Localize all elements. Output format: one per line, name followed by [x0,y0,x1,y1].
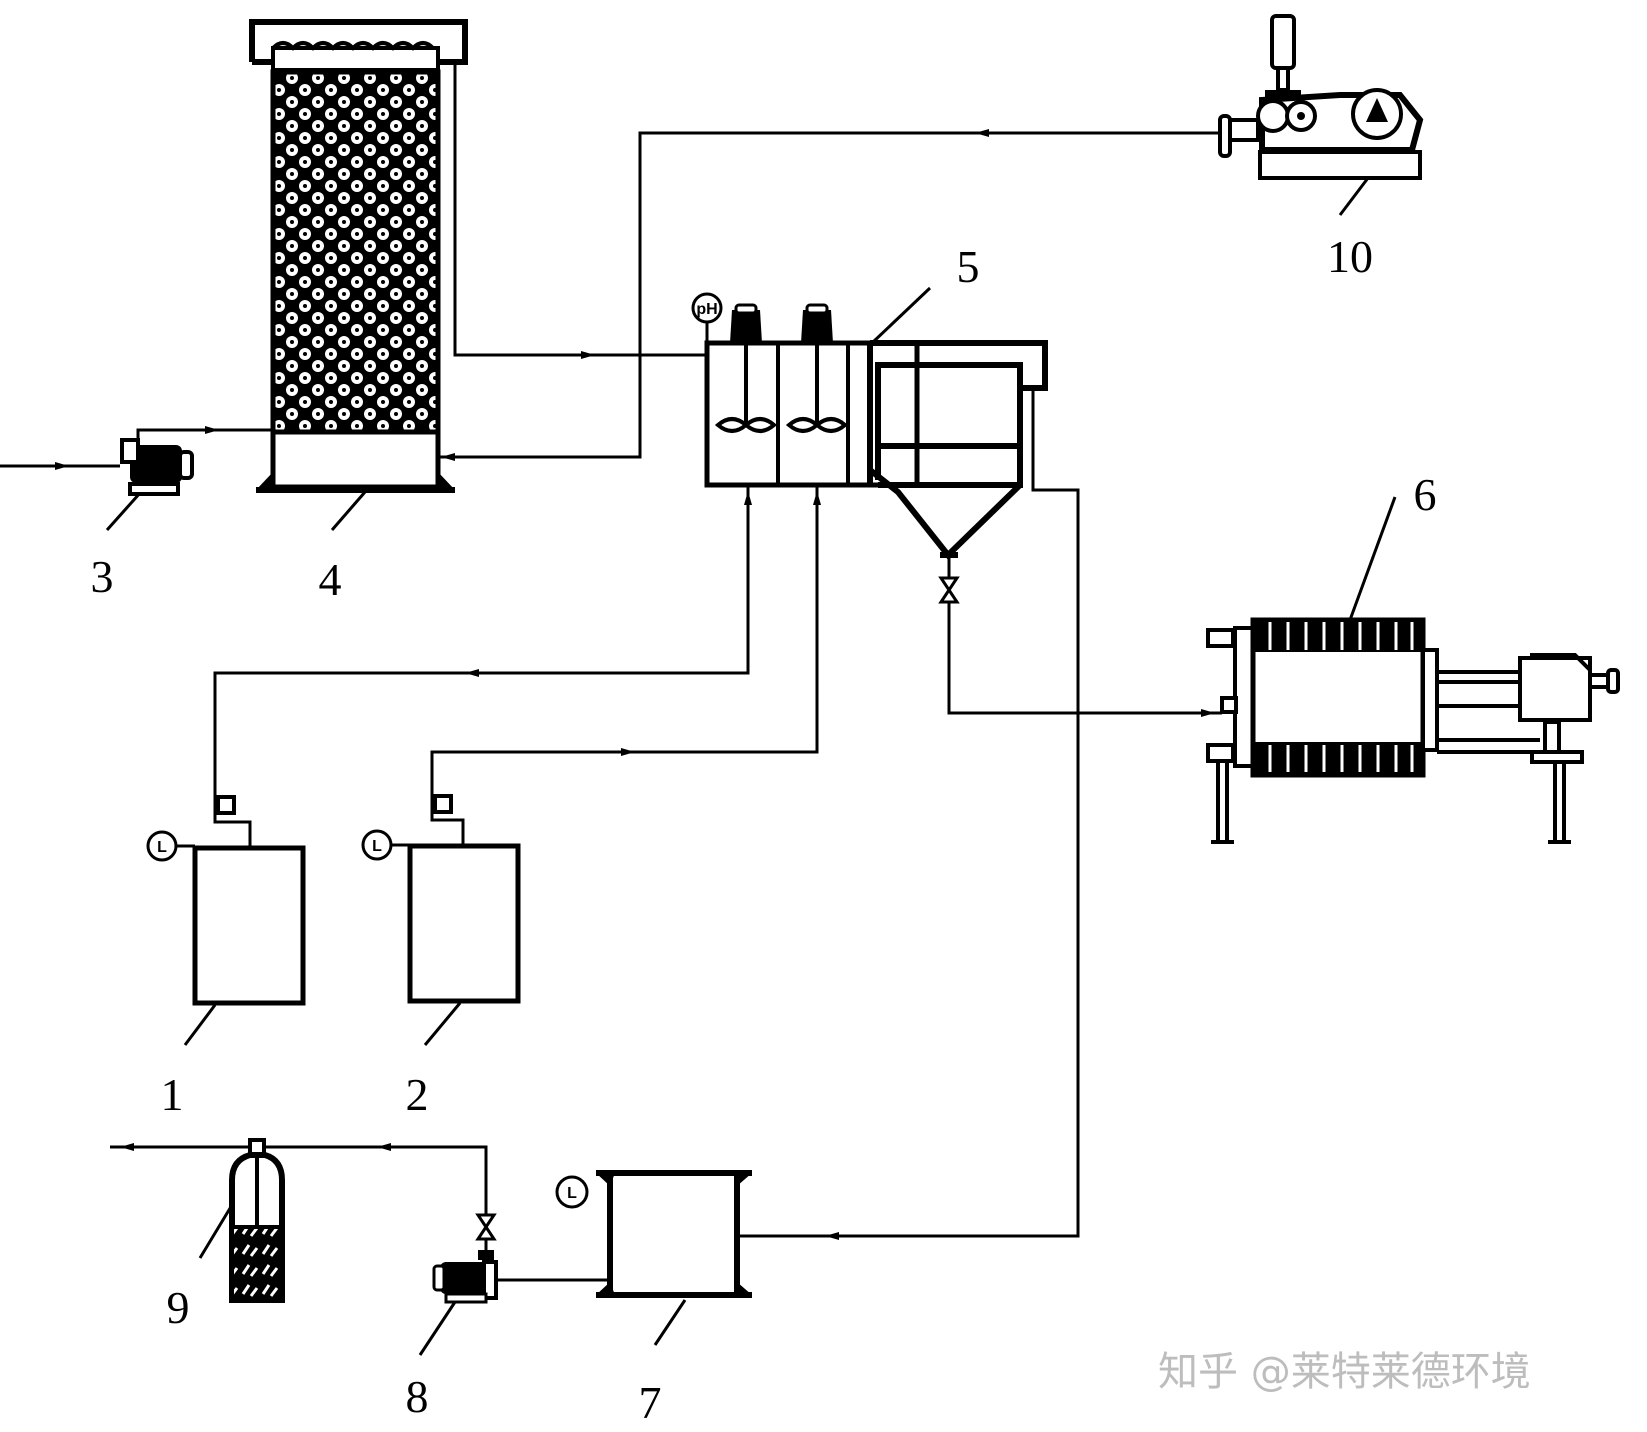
label-9: 9 [167,1282,190,1333]
label-4: 4 [319,554,342,605]
pipe-tank-1-to-tank-5 [213,485,750,795]
label-1: 1 [161,1069,184,1120]
blower-10 [1218,14,1424,180]
reaction-settling-tank-5 [704,303,1048,560]
label-8: 8 [406,1371,429,1422]
pipe-pump-3-to-tower-4 [136,428,273,440]
label-2: 2 [406,1069,429,1120]
labels: 1 2 3 4 5 6 7 8 9 10 [91,177,1437,1428]
pipe-tower-4-to-tank-5 [453,62,707,357]
pipe-blower-10-main [638,131,1220,355]
filter-press-6 [1206,617,1620,844]
label-3: 3 [91,551,114,602]
level-indicator-icon: L [146,830,195,862]
label-7: 7 [639,1377,662,1428]
label-10: 10 [1327,231,1373,282]
packed-tower-4 [249,19,468,493]
svg-text:L: L [372,838,382,855]
filter-column-9 [229,1138,285,1303]
svg-text:L: L [567,1185,577,1202]
ph-meter-icon: pH [691,292,723,343]
filter-plates-bottom [1253,742,1423,775]
filter-plates-top [1253,620,1423,652]
pipe-sludge-to-filter-press-6 [947,555,1222,715]
dosing-tank-2 [407,793,521,1004]
label-5: 5 [957,241,980,292]
svg-text:L: L [157,839,167,856]
dosing-tank-1 [192,795,306,1006]
clear-water-tank-7 [596,1170,752,1298]
label-6: 6 [1414,469,1437,520]
level-indicator-icon: L [361,829,410,861]
feed-pump-3 [120,438,194,496]
svg-text:pH: pH [696,301,717,318]
pipe-pump-8-to-filter-9 [264,1145,488,1250]
valve-icon [475,1213,497,1241]
pipe-tank-2-to-tank-5 [430,485,819,793]
pipe-blower-10-to-tower-4 [438,355,642,459]
pipe-overflow-to-tank-7 [737,388,1080,1238]
watermark: 知乎 @莱特莱德环境 [1158,1349,1531,1395]
transfer-pump-8 [432,1250,498,1304]
level-indicator-icon: L [555,1175,589,1209]
valve-icon [938,576,960,604]
